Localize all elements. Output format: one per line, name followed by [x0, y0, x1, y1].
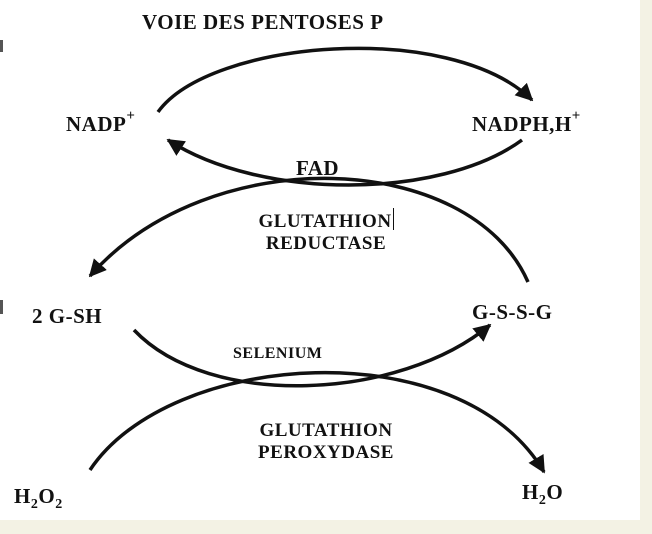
arrow-gsh-to-gssg [132, 323, 492, 388]
edge-artifact [0, 40, 3, 52]
glutathion-reductase-label: GLUTATHION REDUCTASE [206, 208, 446, 255]
diagram-canvas: VOIE DES PENTOSES P NADP+ NADPH,H+ FAD G… [0, 0, 640, 520]
arrow-nadph-to-nadp [166, 138, 524, 187]
gsh-label: 2 G-SH [32, 304, 103, 328]
nadph-label: NADPH,H+ [472, 108, 581, 136]
text-cursor [392, 208, 394, 230]
nadp-label: NADP+ [66, 108, 136, 136]
arrow-nadp-to-nadph [156, 46, 534, 114]
pentose-pathway-title: VOIE DES PENTOSES P [142, 10, 384, 34]
gssg-label: G-S-S-G [472, 300, 553, 324]
h2o-label: H2O [522, 480, 564, 509]
selenium-label: SELENIUM [233, 345, 323, 362]
arrow-gssg-to-gsh [88, 176, 530, 283]
fad-label: FAD [296, 156, 340, 180]
glutathion-peroxydase-label: GLUTATHION PEROXYDASE [258, 420, 394, 463]
h2o2-label: H2O2 [14, 484, 63, 513]
arrow-h2o2-to-h2o [88, 370, 546, 474]
edge-artifact [0, 300, 3, 314]
reaction-arrows [88, 46, 546, 474]
